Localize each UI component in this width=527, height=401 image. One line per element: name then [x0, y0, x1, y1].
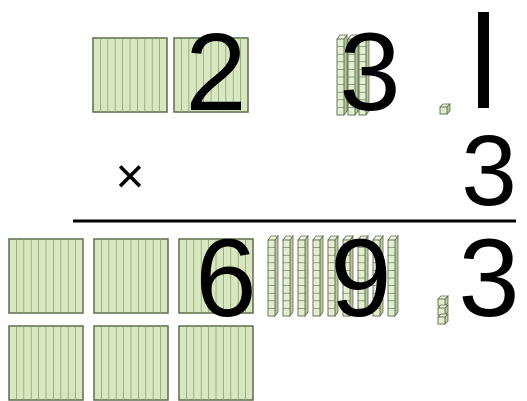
unit-cube [440, 104, 450, 114]
result-digit-ones: 3 [458, 217, 519, 340]
top-digit-hundreds: 2 [185, 11, 246, 134]
top-ones-cubes [440, 104, 450, 114]
ten-rod [283, 236, 293, 316]
result-digit-tens: 9 [330, 217, 391, 340]
multiplier-digit: 3 [461, 115, 517, 227]
hundred-flat [9, 326, 83, 400]
ten-rod [313, 236, 323, 316]
unit-cube [438, 305, 448, 315]
unit-cube [438, 296, 448, 306]
top-digit-tens: 3 [339, 11, 400, 134]
hundred-flat [94, 239, 168, 313]
top-digit-ones [478, 12, 489, 108]
result-digit-hundreds: 6 [195, 217, 256, 340]
multiplication-sign: × [115, 148, 144, 204]
ten-rod [268, 236, 278, 316]
unit-cube [438, 314, 448, 324]
ten-rod [298, 236, 308, 316]
result-ones-cubes [438, 296, 448, 324]
hundred-flat [9, 239, 83, 313]
hundred-flat [94, 326, 168, 400]
hundred-flat [93, 38, 167, 112]
